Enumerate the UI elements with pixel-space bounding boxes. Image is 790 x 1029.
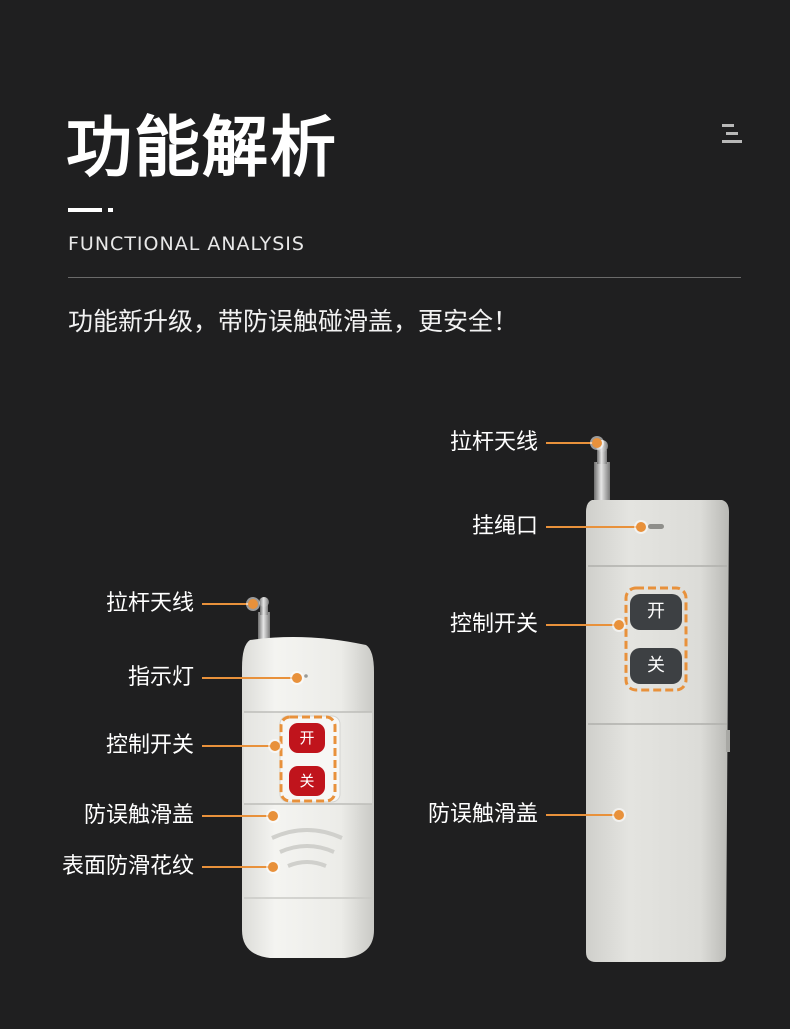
callout-line <box>202 815 270 817</box>
label-small-indicator: 指示灯 <box>127 665 194 690</box>
label-large-lanyard: 挂绳口 <box>471 514 538 539</box>
callout-line <box>546 442 594 444</box>
callout-line <box>202 603 250 605</box>
callout-dot <box>248 599 258 609</box>
small-on-button[interactable]: 开 <box>289 723 325 753</box>
callout-dot <box>292 673 302 683</box>
tagline: 功能新升级，带防误触碰滑盖，更安全！ <box>68 307 519 336</box>
large-switch-highlight <box>624 586 688 692</box>
label-large-switch: 控制开关 <box>449 612 538 637</box>
label-small-antenna: 拉杆天线 <box>105 591 194 616</box>
callout-line <box>202 745 272 747</box>
callout-dot <box>614 810 624 820</box>
small-remote-body <box>242 636 374 958</box>
callout-line <box>546 624 616 626</box>
label-small-switch: 控制开关 <box>105 733 194 758</box>
callout-line <box>546 814 616 816</box>
callout-line <box>202 866 270 868</box>
small-off-button[interactable]: 关 <box>289 766 325 796</box>
large-on-button[interactable]: 开 <box>630 594 682 630</box>
large-on-button-label: 开 <box>647 601 665 622</box>
label-large-antenna: 拉杆天线 <box>449 430 538 455</box>
callout-dot <box>592 438 602 448</box>
page-title: 功能解析 <box>66 109 338 186</box>
large-off-button-label: 关 <box>647 655 665 676</box>
callout-dot <box>614 620 624 630</box>
menu-icon[interactable] <box>722 124 742 146</box>
small-switch-highlight <box>279 715 337 803</box>
label-small-slide-cover: 防误触滑盖 <box>83 803 194 828</box>
small-remote-antenna <box>258 597 270 642</box>
large-remote-antenna <box>594 440 610 502</box>
callout-dot <box>636 522 646 532</box>
large-off-button[interactable]: 关 <box>630 648 682 684</box>
callout-dot <box>270 741 280 751</box>
small-on-button-label: 开 <box>299 729 315 747</box>
small-off-button-label: 关 <box>299 772 315 790</box>
label-large-slide-cover: 防误触滑盖 <box>427 802 538 827</box>
callout-dot <box>268 811 278 821</box>
large-remote-body <box>586 500 730 962</box>
label-small-texture: 表面防滑花纹 <box>61 854 194 879</box>
callout-dot <box>268 862 278 872</box>
page-subtitle: FUNCTIONAL ANALYSIS <box>68 233 305 255</box>
callout-line <box>202 677 294 679</box>
header-divider <box>68 277 741 278</box>
callout-line <box>546 526 638 528</box>
title-decoration <box>68 206 116 214</box>
